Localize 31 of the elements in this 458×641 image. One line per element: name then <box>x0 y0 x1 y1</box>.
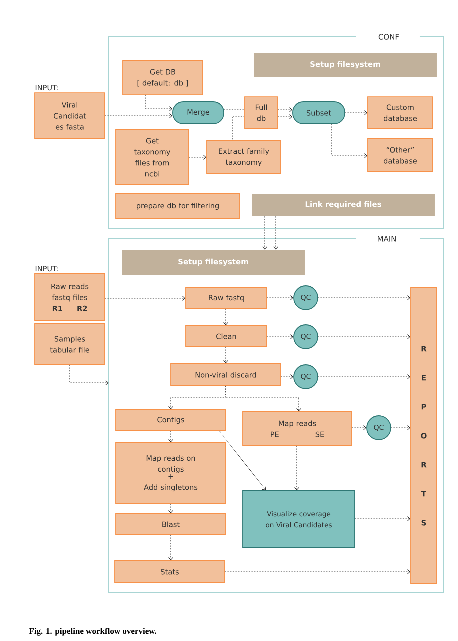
arrow <box>146 95 173 112</box>
arrow <box>332 124 368 159</box>
arrow <box>267 334 294 340</box>
arrow <box>225 570 411 574</box>
arrow <box>168 504 174 514</box>
arrow <box>318 374 411 380</box>
arrow <box>278 108 293 113</box>
arrow <box>355 516 411 522</box>
connector-line <box>232 116 245 141</box>
arrow <box>278 114 293 120</box>
arrow <box>262 216 268 250</box>
arrow <box>352 426 367 430</box>
arrow <box>105 296 186 301</box>
arrow <box>168 431 174 443</box>
arrow <box>168 535 174 561</box>
arrow <box>224 309 228 326</box>
arrow <box>281 374 294 380</box>
arrow <box>105 114 173 118</box>
arrow <box>224 347 228 364</box>
arrow <box>70 365 109 386</box>
arrow <box>318 296 411 300</box>
arrow <box>345 110 368 116</box>
arrow <box>274 216 278 250</box>
figure-caption: Fig. 1. pipeline workflow overview. <box>29 628 157 636</box>
arrow <box>318 334 411 340</box>
arrow <box>220 431 266 491</box>
arrow <box>189 155 207 160</box>
arrow <box>294 446 300 491</box>
arrow <box>226 386 302 412</box>
arrow <box>391 426 411 430</box>
arrow <box>267 296 294 300</box>
